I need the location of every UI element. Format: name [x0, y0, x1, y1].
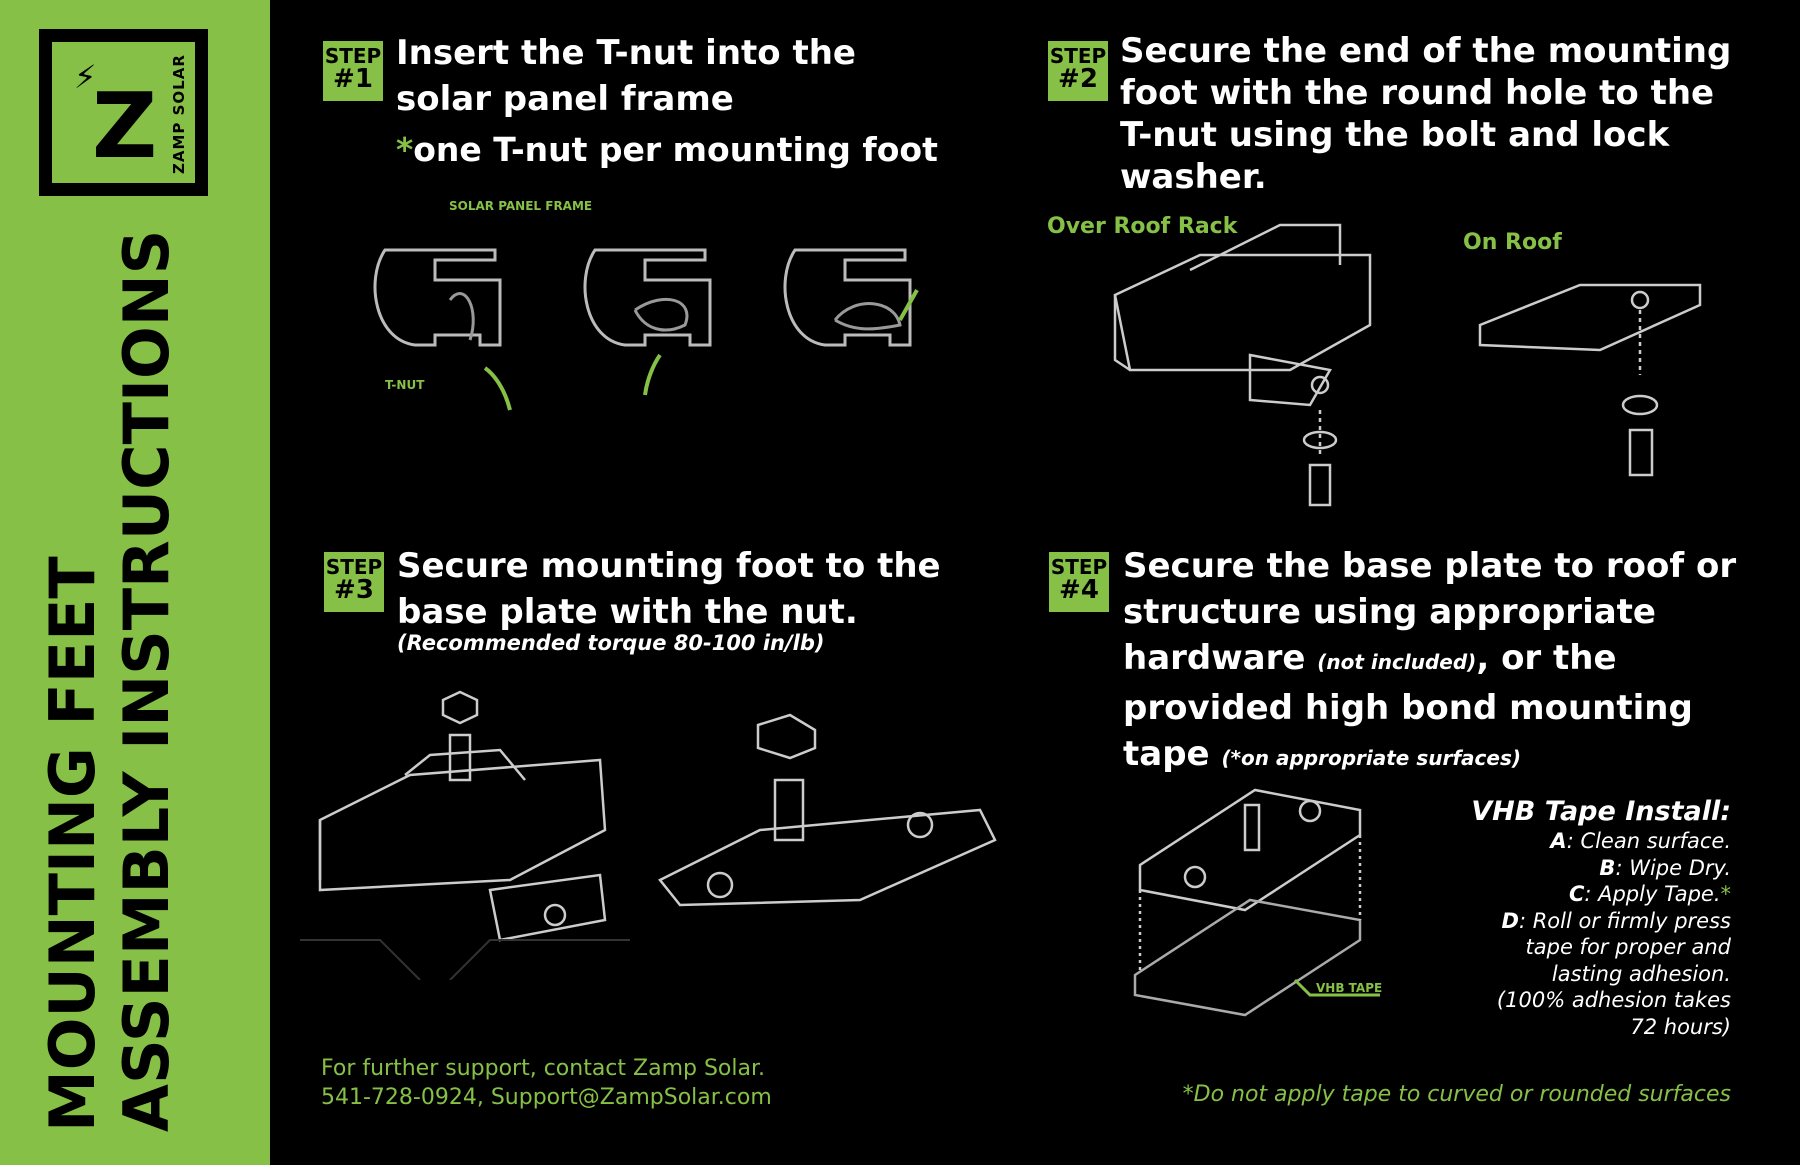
- sidebar-title-line2: ASSEMBLY INSTRUCTIONS: [110, 229, 183, 1132]
- vhb-heading: VHB Tape Install:: [1471, 796, 1731, 827]
- step-2-badge: STEP#2: [1048, 41, 1108, 101]
- logo-text: ZAMP SOLAR: [170, 54, 188, 174]
- tape-footnote: *Do not apply tape to curved or rounded …: [1182, 1082, 1731, 1107]
- label-on-roof: On Roof: [1463, 230, 1562, 255]
- step-1-badge: STEP#1: [323, 41, 383, 101]
- mounting-foot-bolt-illustration: [1113, 223, 1702, 507]
- t-nut-frame-illustration: [373, 248, 919, 411]
- step-3-title: Secure mounting foot to the base plate w…: [397, 546, 941, 632]
- label-solar-panel-frame: SOLAR PANEL FRAME: [449, 199, 593, 213]
- vhb-step-d: D: Roll or firmly press tape for proper …: [1496, 908, 1731, 1039]
- step-3-torque-note: (Recommended torque 80-100 in/lb): [397, 631, 825, 655]
- support-text: For further support, contact Zamp Solar.: [321, 1056, 765, 1081]
- vhb-step-c: C: Apply Tape.*: [1568, 882, 1731, 906]
- vhb-tape-base-plate-illustration: [1133, 788, 1380, 1017]
- step-2-title: Secure the end of the mounting foot with…: [1120, 31, 1732, 197]
- base-plate-nut-illustration: [300, 690, 997, 980]
- step-4-badge: STEP#4: [1049, 552, 1109, 612]
- step-1-title: Insert the T-nut into the solar panel fr…: [396, 33, 856, 119]
- lightning-bolt-icon: ⚡: [74, 58, 97, 96]
- support-contact: For further support, contact Zamp Solar.…: [321, 1054, 772, 1112]
- label-t-nut: T-NUT: [385, 378, 425, 392]
- step-4-title: Secure the base plate to roof or structu…: [1123, 546, 1737, 774]
- vhb-step-a: A: Clean surface.: [1550, 829, 1731, 853]
- sidebar: ⚡ Z ZAMP SOLAR MOUNTING FEET ASSEMBLY IN…: [0, 0, 270, 1165]
- step-1-note: *one T-nut per mounting foot: [396, 130, 938, 169]
- logo-letter: Z: [92, 74, 158, 179]
- label-over-roof-rack: Over Roof Rack: [1047, 214, 1238, 239]
- step-3-badge: STEP#3: [324, 552, 384, 612]
- label-vhb-tape: VHB TAPE: [1316, 981, 1383, 995]
- support-phone-email[interactable]: 541-728-0924, Support@ZampSolar.com: [321, 1085, 772, 1110]
- vhb-tape-install-instructions: VHB Tape Install: A: Clean surface. B: W…: [1471, 796, 1731, 1040]
- vhb-step-b: B: Wipe Dry.: [1599, 855, 1731, 880]
- sidebar-title-line1: MOUNTING FEET: [36, 556, 109, 1132]
- zamp-solar-logo: ⚡ Z ZAMP SOLAR: [39, 29, 208, 196]
